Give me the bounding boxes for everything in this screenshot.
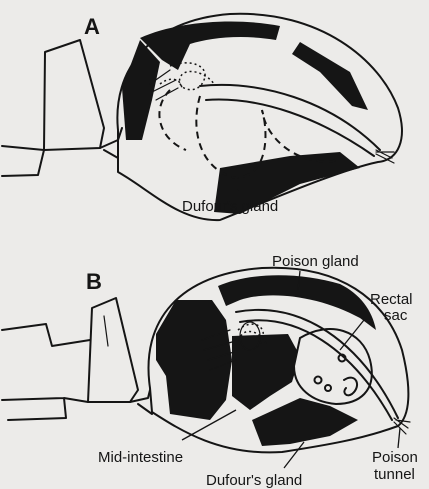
panel-a: A Dufour's gland <box>2 14 402 220</box>
panel-b: B Poison gland Rectal <box>2 253 418 489</box>
panel-b-petiole-seam <box>104 316 108 346</box>
panel-b-mid-intestine-label: Mid-intestine <box>98 449 183 466</box>
panel-b-thorax-edge <box>2 324 90 420</box>
panel-b-dufours-gland-label: Dufour's gland <box>206 472 302 489</box>
panel-b-rectal-papilla-1 <box>315 377 322 384</box>
panel-a-letter: A <box>84 14 100 39</box>
panel-a-dufours-gland-label: Dufour's gland <box>182 198 278 215</box>
panel-b-muscle-lower <box>252 398 358 446</box>
panel-b-rectal-sac-label-1: Rectal <box>370 291 413 308</box>
panel-b-waist <box>130 390 152 414</box>
panel-b-poison-gland-label: Poison gland <box>272 253 359 270</box>
panel-a-dufours-gland-outline-2 <box>159 90 186 150</box>
panel-b-poison-tunnel-label-1: Poison <box>372 449 418 466</box>
panel-b-muscle-left <box>156 300 232 420</box>
panel-b-dufours-gland-leader <box>284 442 304 468</box>
panel-a-muscle-left <box>122 40 160 140</box>
panel-b-poison-tunnel-leader <box>398 428 400 448</box>
panel-b-poison-tunnel-label-2: tunnel <box>374 466 415 483</box>
panel-b-rectal-papilla-2 <box>325 385 331 391</box>
panel-a-petiole <box>44 40 104 150</box>
panel-b-letter: B <box>86 269 102 294</box>
panel-a-thorax-edge <box>2 146 44 176</box>
panel-b-rectal-sac <box>294 329 372 404</box>
panel-b-petiole <box>88 298 138 402</box>
panel-b-rectal-sac-label-2: sac <box>384 307 408 324</box>
panel-a-cuticle-top <box>140 22 280 70</box>
